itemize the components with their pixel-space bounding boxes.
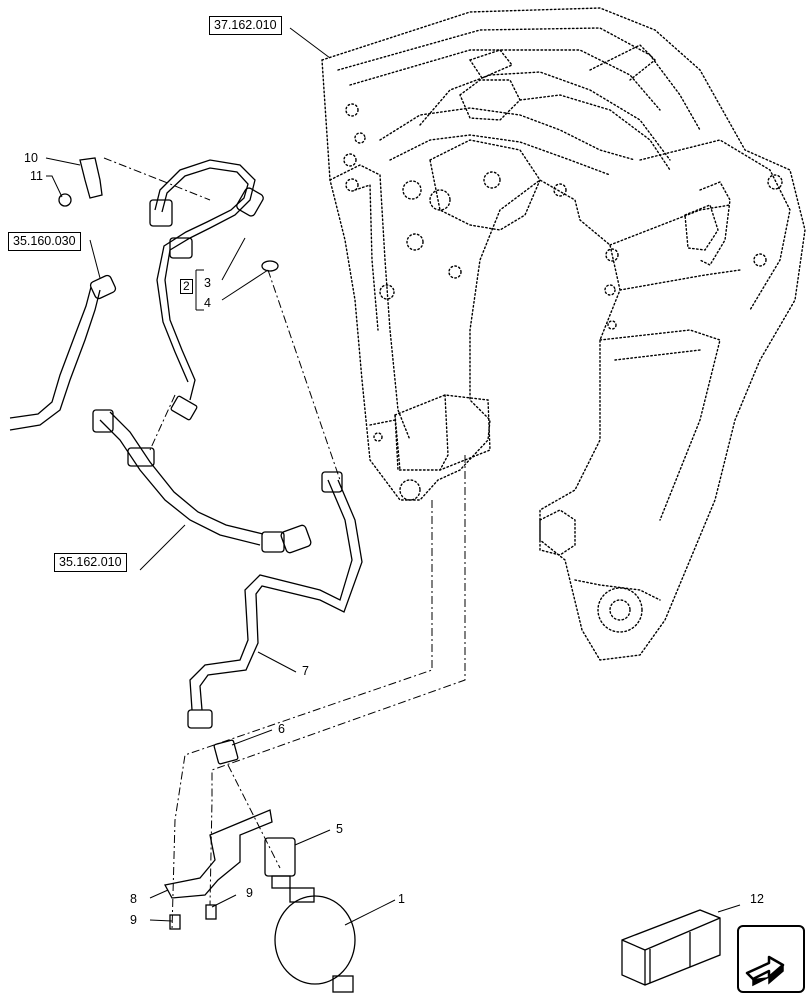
frame-assembly: [321, 7, 806, 661]
callout-8: 8: [130, 892, 137, 906]
crate-icon: [621, 909, 721, 986]
group-label-box: 2: [180, 279, 193, 294]
callout-3: 3: [204, 276, 211, 290]
small-parts: [58, 157, 721, 993]
ref-box-frame[interactable]: 37.162.010: [209, 16, 282, 35]
callout-leaders: [45, 27, 741, 926]
callout-1: 1: [398, 892, 405, 906]
next-page-arrow-icon[interactable]: [737, 925, 805, 993]
callout-9-left: 9: [130, 913, 137, 927]
arrow-glyph: [745, 955, 785, 987]
flex-hose-left: [9, 274, 117, 431]
ref-box-hydraulic-lower[interactable]: 35.162.010: [54, 553, 127, 572]
callout-12: 12: [750, 892, 764, 906]
callout-5: 5: [336, 822, 343, 836]
callout-4: 4: [204, 296, 211, 310]
ref-box-hydraulic-left[interactable]: 35.160.030: [8, 232, 81, 251]
callout-10: 10: [24, 151, 38, 165]
rigid-pipe-7: [187, 471, 363, 729]
callout-6: 6: [278, 722, 285, 736]
assembly-lines: [103, 157, 466, 931]
flex-hose-lower: [92, 409, 312, 554]
rigid-pipe-upper: [149, 159, 264, 421]
callout-9-right: 9: [246, 886, 253, 900]
callout-11: 11: [30, 169, 43, 183]
callout-7: 7: [302, 664, 309, 678]
